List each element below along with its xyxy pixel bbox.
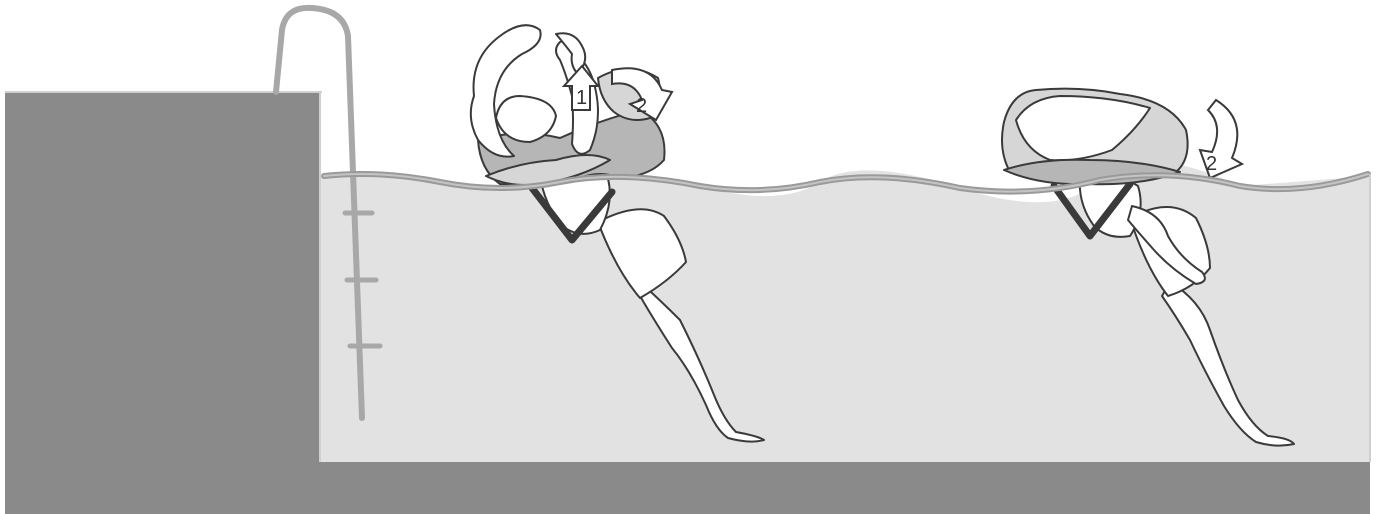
callout-label-2-right: 2 [1206, 153, 1217, 175]
callout-arrow-2-right: 2 [1200, 100, 1242, 178]
callout-label-1: 1 [576, 87, 587, 109]
callout-label-2-left: 2 [636, 95, 647, 117]
pool-water [320, 161, 1370, 462]
